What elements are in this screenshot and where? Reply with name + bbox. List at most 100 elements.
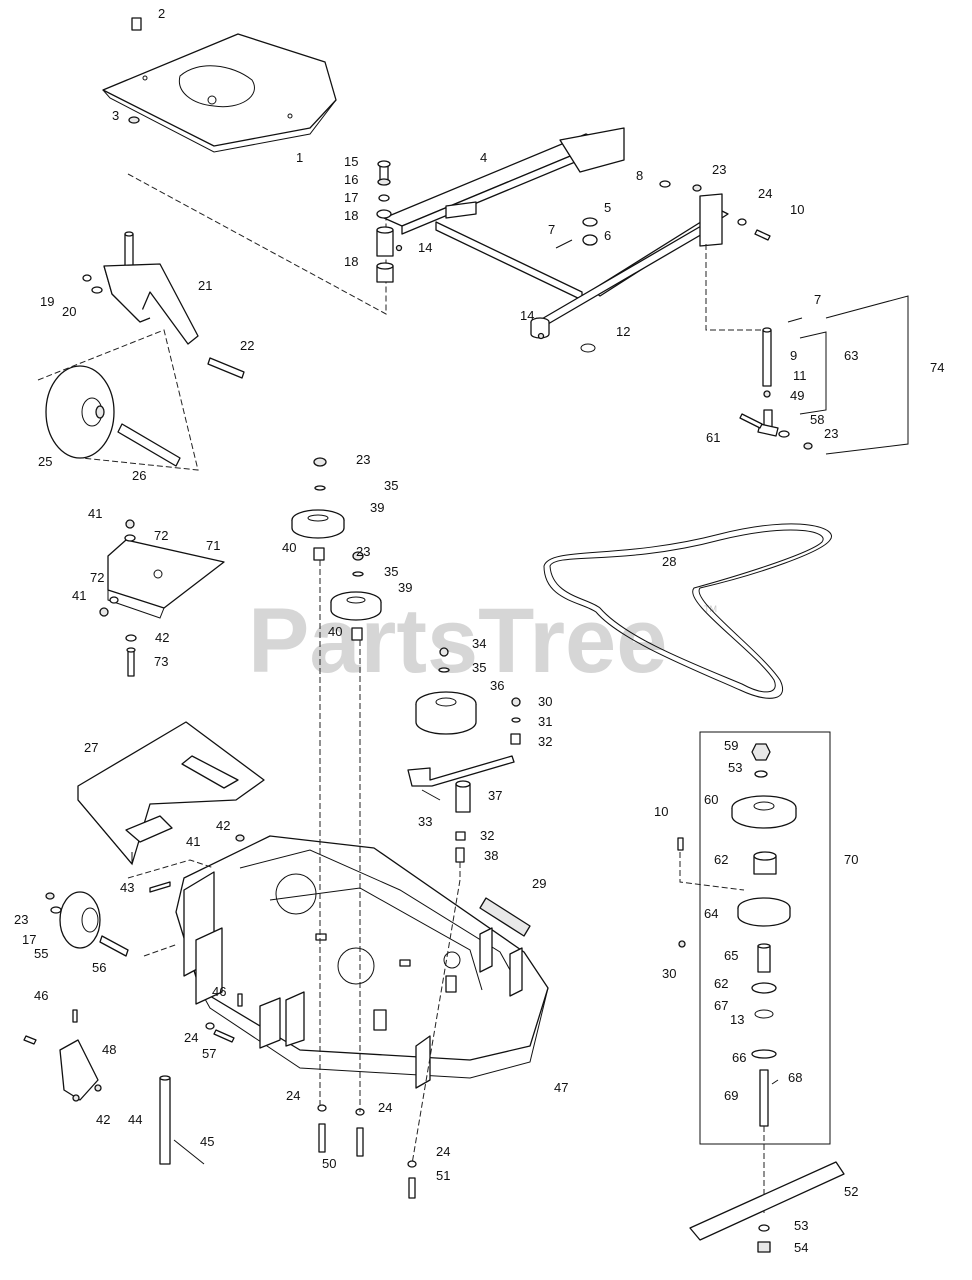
bolt-deck xyxy=(149,881,171,893)
mower-deck xyxy=(175,835,549,1089)
callout-label: 22 xyxy=(240,338,254,353)
callout-label: 17 xyxy=(22,932,36,947)
callout-label: 43 xyxy=(120,880,134,895)
mower-blade xyxy=(689,1161,845,1241)
callout-label: 28 xyxy=(662,554,676,569)
callout-label: 24 xyxy=(758,186,772,201)
callout-label: 52 xyxy=(844,1184,858,1199)
callout-label: 66 xyxy=(732,1050,746,1065)
callout-label: 35 xyxy=(384,564,398,579)
nut-deck xyxy=(235,834,245,842)
bushing-part xyxy=(582,234,598,246)
callout-label: 14 xyxy=(418,240,432,255)
spindle-assembly xyxy=(677,731,831,1145)
callout-label: 72 xyxy=(154,528,168,543)
callout-label: 60 xyxy=(704,792,718,807)
callout-label: 67 xyxy=(714,998,728,1013)
callout-label: 54 xyxy=(794,1240,808,1255)
callout-label: 3 xyxy=(112,108,119,123)
callout-label: 36 xyxy=(490,678,504,693)
washer-50a xyxy=(317,1104,327,1112)
callout-label: 19 xyxy=(40,294,54,309)
idler-pulley-lower xyxy=(330,551,382,641)
bolt-blade xyxy=(757,1241,771,1253)
bolt-50b xyxy=(356,1127,364,1157)
callout-label: 68 xyxy=(788,1070,802,1085)
callout-label: 57 xyxy=(202,1046,216,1061)
washer-part-24 xyxy=(737,218,747,226)
callout-label: 45 xyxy=(200,1134,214,1149)
bolt-51 xyxy=(408,1177,416,1199)
clip-part xyxy=(131,17,142,31)
callout-label: 73 xyxy=(154,654,168,669)
callout-label: 48 xyxy=(102,1042,116,1057)
callout-label: 74 xyxy=(930,360,944,375)
callout-label: 39 xyxy=(370,500,384,515)
height-rod xyxy=(159,1075,205,1165)
callout-label: 11 xyxy=(793,368,807,383)
callout-label: 41 xyxy=(72,588,86,603)
washer-part-8 xyxy=(659,180,671,188)
callout-label: 53 xyxy=(794,1218,808,1233)
callout-label: 46 xyxy=(34,988,48,1003)
callout-label: 50 xyxy=(322,1156,336,1171)
callout-label: 10 xyxy=(654,804,668,819)
baffle-bracket xyxy=(23,1009,102,1102)
callout-label: 26 xyxy=(132,468,146,483)
bolt-part-10 xyxy=(754,229,771,241)
callout-label: 61 xyxy=(706,430,720,445)
callout-label: 23 xyxy=(14,912,28,927)
callout-label: 39 xyxy=(398,580,412,595)
callout-label: 12 xyxy=(616,324,630,339)
callout-label: 30 xyxy=(538,694,552,709)
pin-part xyxy=(555,239,573,249)
callout-label: 72 xyxy=(90,570,104,585)
callout-label: 17 xyxy=(344,190,358,205)
callout-label: 23 xyxy=(712,162,726,177)
main-frame xyxy=(383,127,729,339)
callout-label: 47 xyxy=(554,1080,568,1095)
callout-label: 14 xyxy=(520,308,534,323)
callout-label: 33 xyxy=(418,814,432,829)
callout-label: 62 xyxy=(714,852,728,867)
callout-label: 70 xyxy=(844,852,858,867)
callout-label: 58 xyxy=(810,412,824,427)
drive-belt xyxy=(543,523,832,699)
callout-label: 7 xyxy=(548,222,555,237)
callout-label: 32 xyxy=(480,828,494,843)
callout-label: 27 xyxy=(84,740,98,755)
grease-fitting-part-2 xyxy=(537,332,545,340)
washer-blade xyxy=(758,1224,770,1232)
callout-label: 9 xyxy=(790,348,797,363)
callout-label: 8 xyxy=(636,168,643,183)
callout-label: 41 xyxy=(88,506,102,521)
callout-label: 7 xyxy=(814,292,821,307)
callout-label: 24 xyxy=(286,1088,300,1103)
nut-part xyxy=(128,116,140,124)
idler-pulley-upper xyxy=(291,457,345,561)
washer-deck-24 xyxy=(205,1022,215,1030)
callout-label: 34 xyxy=(472,636,486,651)
callout-label: 71 xyxy=(206,538,220,553)
callout-label: 23 xyxy=(356,452,370,467)
retaining-ring-part xyxy=(580,343,596,353)
callout-label: 24 xyxy=(436,1144,450,1159)
callout-label: 35 xyxy=(384,478,398,493)
callout-label: 56 xyxy=(92,960,106,975)
callout-label: 1 xyxy=(296,150,303,165)
callout-label: 24 xyxy=(378,1100,392,1115)
callout-label: 51 xyxy=(436,1168,450,1183)
callout-label: 65 xyxy=(724,948,738,963)
callout-label: 24 xyxy=(184,1030,198,1045)
callout-label: 62 xyxy=(714,976,728,991)
callout-label: 31 xyxy=(538,714,552,729)
watermark-text: PartsTree xyxy=(248,590,667,692)
bolt-deck-57 xyxy=(213,1029,235,1043)
callout-label: 59 xyxy=(724,738,738,753)
deck-caster-wheel xyxy=(45,891,129,957)
callout-label: 40 xyxy=(282,540,296,555)
grease-fitting-part xyxy=(395,244,403,252)
callout-label: 5 xyxy=(604,200,611,215)
caster-wheel-assembly xyxy=(45,231,245,467)
callout-label: 10 xyxy=(790,202,804,217)
